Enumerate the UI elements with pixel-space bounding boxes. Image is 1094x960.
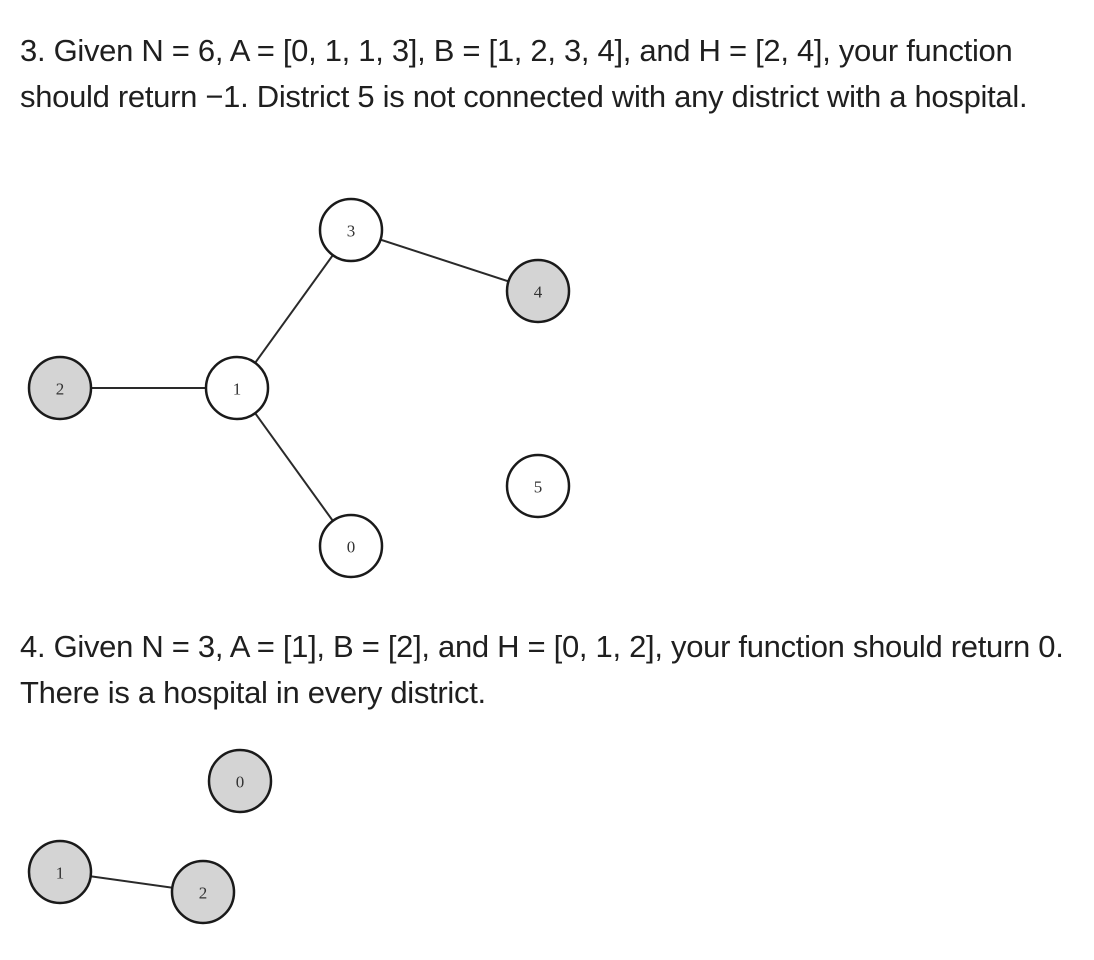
example-3-node-5: 5 (505, 453, 571, 519)
example-4-node-2: 2 (170, 859, 236, 925)
district-circle (318, 513, 384, 579)
district-number-label: 1 (233, 380, 242, 399)
example-4-node-0: 0 (207, 748, 273, 814)
example-3-edge-1-0 (236, 387, 352, 547)
example-3-graph: 3 4 2 1 5 0 (27, 197, 571, 579)
district-number-label: 4 (534, 283, 543, 302)
hospital-district-circle (207, 748, 273, 814)
example-4-graph: 0 1 2 (27, 748, 273, 925)
district-number-label: 2 (56, 380, 65, 399)
example-3-node-2: 2 (27, 355, 93, 421)
example-3-node-1: 1 (204, 355, 270, 421)
district-number-label: 0 (347, 538, 356, 557)
district-number-label: 0 (236, 773, 245, 792)
district-circle (505, 453, 571, 519)
example-3-edge-3-4 (350, 229, 539, 292)
district-number-label: 1 (56, 864, 65, 883)
district-number-label: 5 (534, 478, 543, 497)
district-circle (204, 355, 270, 421)
example-3-node-0: 0 (318, 513, 384, 579)
example-3-edge-1-3 (236, 229, 352, 389)
hospital-district-circle (27, 355, 93, 421)
example-4-node-1: 1 (27, 839, 93, 905)
district-number-label: 2 (199, 884, 208, 903)
district-circle (318, 197, 384, 263)
example-3-node-4: 4 (505, 258, 571, 324)
hospital-district-circle (170, 859, 236, 925)
district-number-label: 3 (347, 222, 356, 241)
example-3-description: 3. Given N = 6, A = [0, 1, 1, 3], B = [1… (20, 33, 1028, 114)
example-3-node-3: 3 (318, 197, 384, 263)
hospital-district-circle (27, 839, 93, 905)
example-4-description: 4. Given N = 3, A = [1], B = [2], and H … (20, 629, 1064, 710)
hospital-district-circle (505, 258, 571, 324)
